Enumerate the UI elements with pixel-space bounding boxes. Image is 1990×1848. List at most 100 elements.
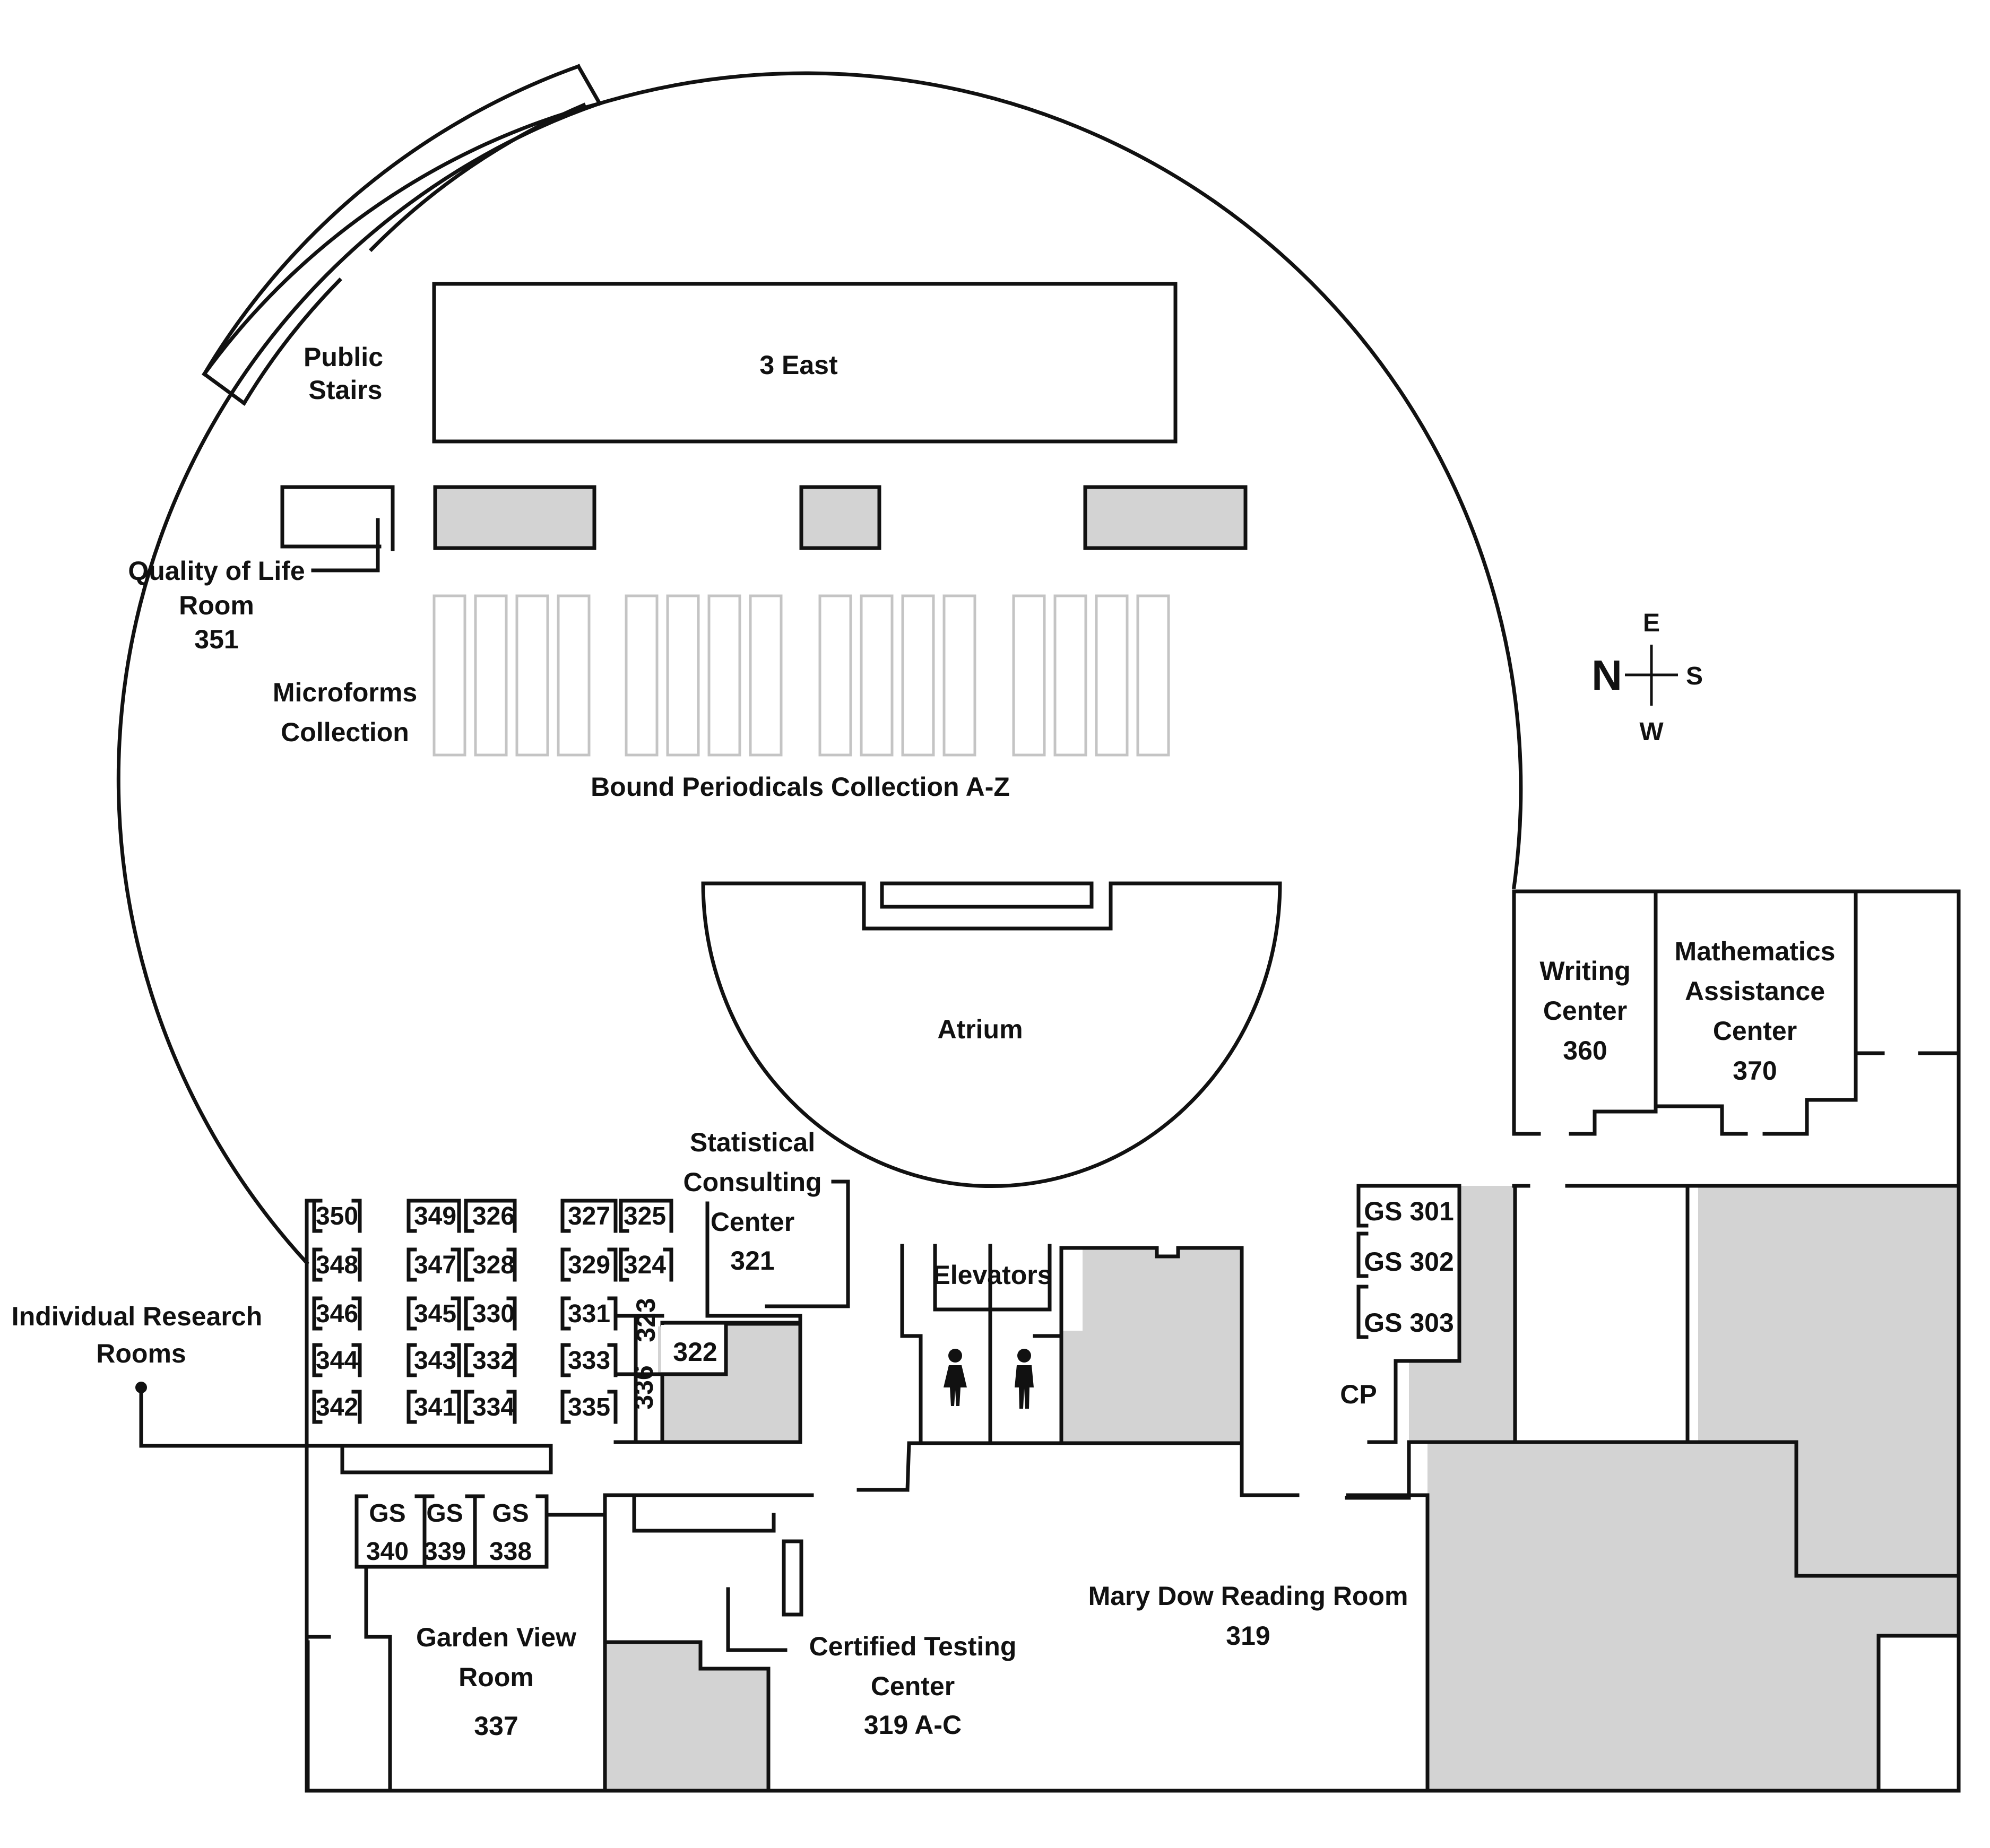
women-restroom-icon (944, 1349, 967, 1406)
certified-testing-line2: Center (871, 1671, 955, 1701)
periodical-shelf (557, 594, 591, 757)
periodical-shelf (432, 594, 466, 757)
room-wall (406, 1199, 417, 1233)
mary-dow-number: 319 (1226, 1621, 1270, 1651)
garden-view-line2: Room (458, 1662, 534, 1692)
math-center-number: 370 (1733, 1056, 1777, 1086)
room-333-label: 333 (568, 1347, 610, 1375)
microforms-line1: Microforms (273, 678, 417, 707)
room-325-label: 325 (624, 1202, 666, 1230)
room-wall (464, 1343, 474, 1377)
group-study-301-303: GS 301 GS 302 GS 303 CP (1340, 1184, 1461, 1444)
cp-label: CP (1340, 1380, 1377, 1409)
room-335-label: 335 (568, 1393, 610, 1421)
room-332-label: 332 (472, 1347, 515, 1375)
bound-periodicals-shelves (432, 594, 1170, 757)
room-wall (607, 1199, 618, 1233)
room-330-label: 330 (472, 1300, 515, 1328)
periodical-shelf (474, 594, 508, 757)
room-336-label: 336 (629, 1365, 659, 1409)
certified-testing-number: 319 A-C (864, 1710, 962, 1740)
individual-research-line2: Rooms (96, 1339, 186, 1368)
periodical-shelf (818, 594, 852, 757)
room-wall (560, 1199, 571, 1233)
statistical-line2: Consulting (683, 1167, 821, 1197)
garden-view-line1: Garden View (416, 1623, 576, 1652)
room-334-label: 334 (472, 1393, 515, 1421)
statistical-line1: Statistical (690, 1127, 815, 1157)
compass-south: S (1686, 662, 1703, 690)
room-wall (451, 1247, 461, 1282)
unavailable-areas (605, 1186, 1959, 1791)
three-east-area: 3 East (432, 282, 1248, 550)
room-wall (464, 1247, 474, 1282)
microforms-line2: Collection (281, 717, 409, 747)
math-center-line2: Assistance (1685, 976, 1825, 1006)
periodical-shelf (749, 594, 783, 757)
room-323-label: 323 (631, 1298, 661, 1342)
periodical-shelf (1136, 594, 1170, 757)
statistical-number: 321 (730, 1246, 774, 1276)
periodical-shelf (1095, 594, 1129, 757)
room-wall (506, 1296, 517, 1331)
room-wall (607, 1390, 618, 1424)
room-wall (464, 1199, 474, 1233)
room-wall (464, 1390, 474, 1424)
three-east-label: 3 East (759, 350, 838, 380)
public-stairs-line1: Public (304, 342, 383, 372)
gs340-number: 340 (366, 1538, 409, 1566)
compass-north: N (1591, 652, 1622, 699)
room-wall (312, 1296, 323, 1331)
quality-of-life-line1: Quality of Life (128, 556, 305, 586)
gs339-number: 339 (423, 1538, 466, 1566)
garden-view-area: GS 340 GS 339 GS 338 Garden View Room 33… (306, 1494, 607, 1793)
room-329-label: 329 (568, 1251, 610, 1279)
periodical-shelf (1053, 594, 1087, 757)
room-345-label: 345 (414, 1300, 456, 1328)
gs301-label: GS 301 (1364, 1196, 1454, 1226)
quality-of-life-room (280, 485, 395, 572)
room-wall (351, 1390, 362, 1424)
writing-center-line1: Writing (1539, 956, 1630, 986)
room-wall (451, 1390, 461, 1424)
room-348-label: 348 (316, 1251, 358, 1279)
compass-west: W (1639, 718, 1664, 746)
room-wall (560, 1343, 571, 1377)
room-349-label: 349 (414, 1202, 456, 1230)
mary-dow-reading-room: Mary Dow Reading Room 319 (1088, 1496, 1430, 1793)
room-wall (351, 1296, 362, 1331)
men-restroom-icon (1015, 1349, 1034, 1409)
room-wall (506, 1390, 517, 1424)
room-wall (312, 1390, 323, 1424)
periodical-shelf (1012, 594, 1046, 757)
upper-left-labels: Public Stairs Quality of Life Room 351 M… (128, 342, 1010, 802)
room-wall (406, 1390, 417, 1424)
room-wall (312, 1199, 323, 1233)
room-wall (351, 1247, 362, 1282)
room-wall (607, 1247, 618, 1282)
periodical-shelf (901, 594, 935, 757)
public-stairs-line2: Stairs (309, 375, 383, 405)
room-wall (506, 1343, 517, 1377)
room-wall (663, 1199, 673, 1233)
room-wall (560, 1390, 571, 1424)
garden-view-number: 337 (474, 1711, 518, 1741)
room-wall (451, 1199, 461, 1233)
certified-testing-line1: Certified Testing (809, 1632, 1017, 1661)
periodical-shelf (666, 594, 700, 757)
room-322-label: 322 (673, 1337, 717, 1367)
room-wall (619, 1199, 629, 1233)
elevators-restrooms: Elevators (856, 1244, 1430, 1497)
room-328-label: 328 (472, 1251, 515, 1279)
room-wall (464, 1296, 474, 1331)
statistical-line3: Center (711, 1207, 794, 1237)
atrium: Atrium (701, 881, 1282, 1188)
room-wall (406, 1296, 417, 1331)
periodical-shelf (707, 594, 741, 757)
quality-of-life-number: 351 (194, 624, 238, 654)
room-wall (506, 1199, 517, 1233)
room-346-label: 346 (316, 1300, 358, 1328)
quality-of-life-line2: Room (179, 591, 254, 620)
room-wall (619, 1247, 629, 1282)
